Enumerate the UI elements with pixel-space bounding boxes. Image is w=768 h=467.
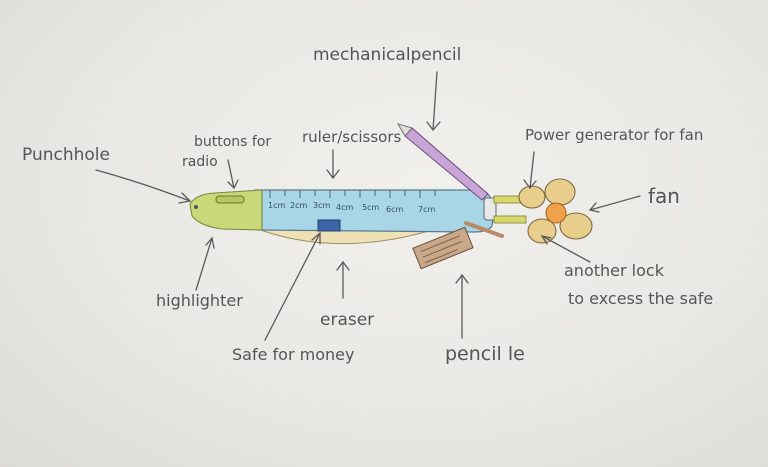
label-ruler-scissors: ruler/scissors: [302, 128, 401, 146]
generator-rod-bottom: [493, 215, 527, 224]
ruler-tick-label: 6cm: [386, 205, 403, 214]
label-buttons-radio-2: radio: [182, 154, 218, 170]
punch-hole: [194, 205, 198, 209]
fan-hub: [545, 202, 567, 224]
annotation-arrows: [95, 71, 641, 341]
pencil-lead-stick: [464, 221, 504, 238]
radio-buttons: [215, 195, 245, 204]
money-safe: [317, 219, 341, 232]
mechanical-pencil: [404, 127, 489, 201]
label-power-generator: Power generator for fan: [525, 126, 703, 144]
ruler-tick-label: 2cm: [290, 201, 307, 210]
ruler-tick-label: 4cm: [336, 203, 353, 212]
label-buttons-radio: buttons for: [194, 134, 271, 150]
label-pencil-lead: pencil le: [445, 343, 525, 365]
label-another-lock-2: to excess the safe: [568, 289, 713, 308]
ruler-marks: [269, 190, 436, 198]
ruler-tick-label: 5cm: [362, 203, 379, 212]
ruler-tick-label: 1cm: [268, 201, 285, 210]
label-fan: fan: [648, 184, 680, 208]
label-punch-hole: Punchhole: [22, 145, 110, 165]
end-lock: [483, 197, 497, 221]
pencil-tip: [397, 123, 413, 137]
label-highlighter: highlighter: [156, 291, 243, 310]
ruler-tick-label: 7cm: [418, 205, 435, 214]
label-eraser: eraser: [320, 310, 374, 330]
label-mechanical-pencil: mechanicalpencil: [313, 45, 461, 65]
label-another-lock: another lock: [564, 261, 665, 280]
pencil-lead-box: [412, 226, 474, 270]
ruler-tick-label: 3cm: [313, 201, 330, 210]
label-safe-for-money: Safe for money: [232, 345, 354, 364]
